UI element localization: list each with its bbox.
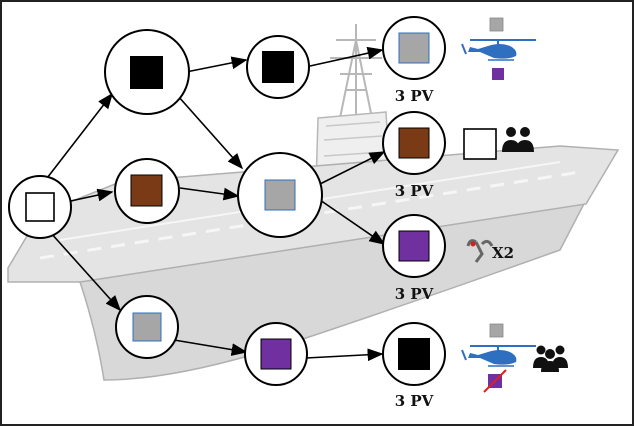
node-black-end[interactable] xyxy=(382,322,446,386)
node-brown-1[interactable] xyxy=(114,158,180,224)
white-square xyxy=(463,128,497,160)
square-gray xyxy=(264,179,296,211)
edge-gray-center-to-brown-end xyxy=(319,151,386,185)
annotation-purple: X2 xyxy=(466,239,514,263)
square-black xyxy=(398,338,430,370)
annotation-brown xyxy=(463,127,534,160)
square-white xyxy=(25,192,55,222)
square-brown xyxy=(398,127,430,159)
edge-gray-lower-to-purple1 xyxy=(173,339,248,356)
node-start[interactable] xyxy=(8,175,72,239)
helicopter-icon xyxy=(461,345,536,367)
node-gray-top-end[interactable] xyxy=(382,16,446,80)
annotation-bottom xyxy=(461,323,568,393)
pv-label-bottom: 3 PV xyxy=(395,392,434,410)
edge-black1-to-gray-center xyxy=(177,95,244,170)
node-gray-lower[interactable] xyxy=(115,295,179,359)
square-brown xyxy=(130,174,163,207)
square-black xyxy=(130,56,163,89)
edge-start-to-brown1 xyxy=(65,188,114,203)
small-gray-square xyxy=(489,323,504,338)
people-group-icon xyxy=(533,345,568,372)
helicopter-icon xyxy=(461,39,536,61)
pv-label-purple: 3 PV xyxy=(395,285,434,303)
pv-label-top: 3 PV xyxy=(395,87,434,105)
carrier-mast xyxy=(330,24,382,119)
edge-start-to-black1 xyxy=(43,92,113,183)
square-black xyxy=(262,51,294,83)
edge-brown1-to-gray-center xyxy=(179,187,240,201)
edge-gray-center-to-purple-end xyxy=(319,199,386,245)
square-gray xyxy=(132,312,162,342)
node-purple-1[interactable] xyxy=(244,322,308,386)
node-purple-end[interactable] xyxy=(382,214,446,278)
edge-purple1-to-black-end xyxy=(305,348,384,362)
square-gray xyxy=(398,32,430,64)
pv-label-brown: 3 PV xyxy=(395,182,434,200)
node-black-1[interactable] xyxy=(104,29,190,115)
edge-black2-to-gray-top-end xyxy=(309,46,384,67)
node-brown-end[interactable] xyxy=(382,111,446,175)
crossed-purple-square xyxy=(483,369,507,393)
node-black-2[interactable] xyxy=(246,35,310,99)
edge-start-to-gray-lower xyxy=(49,231,122,312)
tool-icon xyxy=(466,239,494,263)
edges xyxy=(43,46,386,362)
edge-black1-to-black2 xyxy=(185,56,248,73)
multiplier-label: X2 xyxy=(492,244,514,262)
square-purple xyxy=(398,230,430,262)
nodes xyxy=(8,16,446,386)
annotation-top xyxy=(461,17,536,80)
node-gray-center[interactable] xyxy=(237,152,323,238)
small-purple-square xyxy=(492,68,504,80)
people-pair-icon xyxy=(502,127,534,152)
small-gray-square xyxy=(489,17,504,32)
square-purple xyxy=(260,338,292,370)
